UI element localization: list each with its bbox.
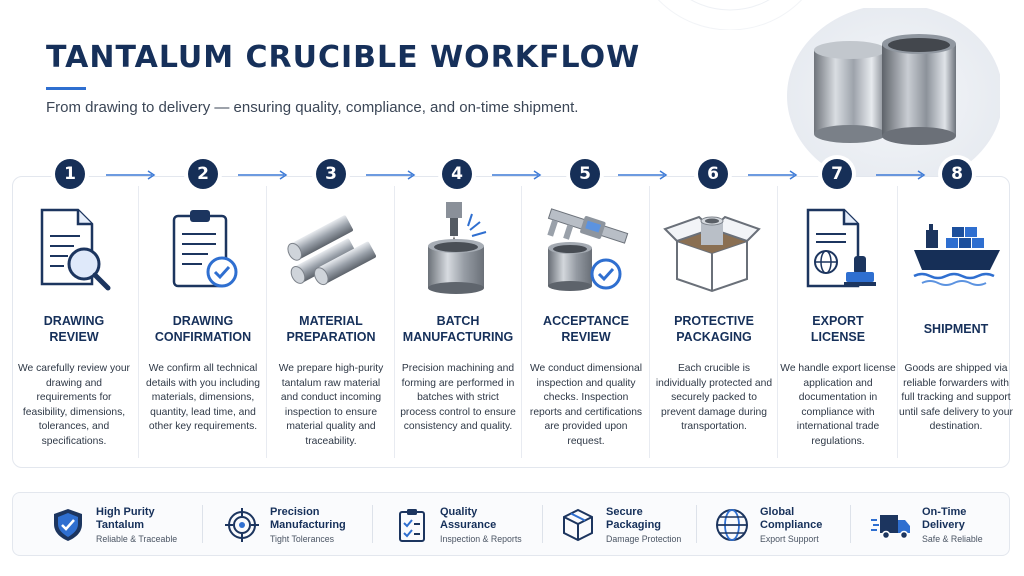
feature-title: On-Time	[922, 506, 967, 518]
cargo-ship-icon	[906, 202, 1006, 298]
page-title: TANTALUM CRUCIBLE WORKFLOW	[46, 40, 641, 75]
step-number-4: 4	[442, 159, 472, 189]
feature-precision: Precision Manufacturing Tight Tolerances	[224, 500, 346, 550]
feature-compliance: Global Compliance Export Support	[714, 500, 822, 550]
feature-subtitle: Damage Protection	[606, 534, 682, 544]
step-divider	[897, 186, 898, 458]
step-title-2: DRAWING CONFIRMATION	[154, 314, 252, 344]
feature-title: Precision	[270, 506, 320, 518]
clipboard-icon	[399, 509, 425, 542]
feature-subtitle: Reliable & Traceable	[96, 534, 178, 544]
feature-subtitle: Safe & Reliable	[922, 534, 983, 544]
feature-title: Tantalum	[96, 518, 145, 531]
feature-title: Assurance	[440, 518, 497, 531]
feature-subtitle: Tight Tolerances	[270, 534, 335, 544]
step-description-3: We prepare high-purity tantalum raw mate…	[278, 363, 384, 447]
target-icon	[225, 508, 259, 542]
step-title-8: SHIPMENT	[923, 322, 989, 336]
feature-title: Packaging	[606, 518, 662, 531]
flow-arrow	[238, 170, 288, 180]
feature-divider	[850, 505, 851, 543]
feature-title: Manufacturing	[270, 518, 346, 531]
step-title-4: BATCH MANUFACTURING	[402, 314, 514, 344]
step-divider	[138, 186, 139, 458]
globe-icon	[716, 509, 748, 541]
feature-divider	[202, 505, 203, 543]
step-divider	[521, 186, 522, 458]
step-number-1: 1	[55, 159, 85, 189]
document-magnifier-icon	[20, 202, 120, 298]
feature-quality: Quality Assurance Inspection & Reports	[394, 500, 522, 550]
feature-subtitle: Export Support	[760, 534, 819, 544]
delivery-truck-icon	[871, 515, 910, 540]
flow-arrow	[748, 170, 798, 180]
step-divider	[394, 186, 395, 458]
feature-divider	[542, 505, 543, 543]
step-title-7: EXPORT LICENSE	[810, 314, 866, 344]
step-description-4: Precision machining and forming are perf…	[400, 363, 516, 433]
step-description-6: Each crucible is individually protected …	[655, 363, 773, 433]
step-title-5: ACCEPTANCE REVIEW	[543, 314, 629, 344]
page-subtitle: From drawing to delivery — ensuring qual…	[46, 99, 579, 116]
open-box-icon	[662, 200, 762, 296]
package-icon	[563, 508, 593, 542]
step-number-2: 2	[188, 159, 218, 189]
clipboard-check-icon	[152, 202, 252, 298]
step-title-6: PROTECTIVE PACKAGING	[674, 314, 754, 344]
flow-arrow	[366, 170, 416, 180]
step-title-1: DRAWING REVIEW	[43, 314, 105, 344]
feature-subtitle: Inspection & Reports	[440, 534, 522, 544]
step-description-7: We handle export license application and…	[780, 363, 896, 447]
step-divider	[266, 186, 267, 458]
decorative-arcs	[657, 0, 803, 30]
feature-divider	[696, 505, 697, 543]
feature-high-purity: High Purity Tantalum Reliable & Traceabl…	[50, 500, 177, 550]
caliper-inspection-icon	[534, 202, 634, 298]
document-stamp-icon	[788, 202, 888, 298]
feature-title: Delivery	[922, 518, 965, 531]
cnc-machining-icon	[406, 200, 506, 296]
step-number-5: 5	[570, 159, 600, 189]
feature-title: Global	[760, 506, 795, 518]
flow-arrow	[106, 170, 156, 180]
flow-arrow	[618, 170, 668, 180]
title-underline	[46, 87, 86, 90]
feature-packaging: Secure Packaging Damage Protection	[560, 500, 681, 550]
feature-title: High Purity	[96, 506, 155, 518]
feature-title: Quality	[440, 506, 478, 518]
feature-title: Compliance	[760, 518, 823, 531]
flow-arrow	[492, 170, 542, 180]
step-number-8: 8	[942, 159, 972, 189]
step-number-6: 6	[698, 159, 728, 189]
step-divider	[777, 186, 778, 458]
metal-rods-icon	[280, 202, 380, 298]
shield-check-icon	[54, 509, 82, 541]
feature-delivery: On-Time Delivery Safe & Reliable	[870, 500, 983, 550]
step-title-3: MATERIAL PREPARATION	[286, 314, 376, 344]
step-description-5: We conduct dimensional inspection and qu…	[529, 363, 643, 447]
feature-title: Secure	[606, 506, 643, 518]
step-divider	[649, 186, 650, 458]
crucible-product-image	[787, 8, 1000, 188]
step-description-8: Goods are shipped via reliable forwarder…	[899, 363, 1013, 433]
flow-arrow	[876, 170, 926, 180]
step-description-2: We confirm all technical details with yo…	[146, 363, 260, 433]
step-number-7: 7	[822, 159, 852, 189]
step-number-3: 3	[316, 159, 346, 189]
step-description-1: We carefully review your drawing and req…	[18, 363, 130, 447]
feature-divider	[372, 505, 373, 543]
features-bar	[12, 492, 1010, 556]
